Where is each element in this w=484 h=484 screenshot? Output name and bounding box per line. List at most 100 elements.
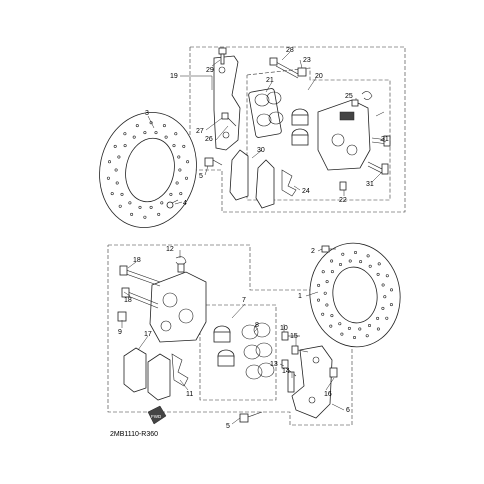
nut-23 [297,67,307,77]
disc-vent-hole [376,327,380,331]
disc-vent-hole [338,262,342,266]
callout-28: 28 [286,47,294,54]
disc-vent-hole [123,144,127,148]
disc-vent-hole [169,192,173,196]
caliper-bracket-lower [291,345,333,419]
disc-vent-hole [185,176,189,180]
disc-vent-hole [348,259,352,263]
callout-25: 25 [345,93,353,100]
disc-vent-hole [321,312,325,316]
diagram-code: 2MB1110-R360 [110,431,158,438]
disc-vent-hole [114,168,118,172]
callout-29: 29 [206,67,214,74]
leader-lines [121,51,387,425]
upper-assembly [99,46,406,229]
pad-spring-lower [171,353,189,387]
callout-4: 4 [183,200,187,207]
disc-vent-hole [138,205,142,209]
callout-21: 21 [266,77,274,84]
pin-28 [269,57,299,79]
disc-vent-hole [108,160,112,164]
brake-pads-upper [229,149,275,209]
disc-vent-hole [117,155,121,159]
bleed-screw-lower [175,256,187,273]
disc-vent-hole [381,283,385,287]
disc-vent-hole [143,215,147,219]
callout-13: 13 [270,361,278,368]
callout-1: 1 [298,293,302,300]
callout-16: 16 [324,391,332,398]
disc-vent-hole [106,176,110,180]
brake-pads-lower [123,347,171,401]
disc-vent-hole [110,192,114,196]
disc-vent-hole [330,259,334,263]
fwd-badge-text: FWD [151,414,162,419]
callout-23: 23 [303,57,311,64]
callout-14: 14 [282,368,290,375]
callout-26: 26 [205,136,213,143]
disc-vent-hole [385,274,389,278]
disc-vent-hole [120,192,124,196]
callout-24: 24 [302,188,310,195]
disc-vent-hole [385,316,389,320]
front-brake-disc-lower [309,242,401,348]
disc-vent-hole [367,323,371,327]
callout-17: 17 [144,331,152,338]
callout-12: 12 [166,246,174,253]
disc-vent-hole [157,212,161,216]
part-9-lower [117,311,127,322]
disc-vent-hole [389,288,393,292]
bleed-screw [351,91,373,107]
disc-vent-hole [118,204,122,208]
disc-vent-hole [323,291,327,295]
callout-20: 20 [315,73,323,80]
disc-vent-hole [177,155,181,159]
callout-3: 3 [145,110,149,117]
disc-vent-hole [341,252,345,256]
forward-arrow-icon [147,405,167,425]
disc-vent-hole [149,205,153,209]
disc-vent-hole [381,306,385,310]
caliper-pistons-lower [213,325,235,367]
callout-9: 9 [118,329,122,336]
disc-vent-hole [316,298,320,302]
disc-vent-hole [143,131,147,135]
callout-labels: 1 2 3 4 5 5 6 7 8 9 10 11 12 13 14 15 16… [118,47,389,430]
bolt-29 [218,47,227,65]
lower-assembly [107,242,401,426]
disc-vent-hole [128,201,132,205]
callout-5b: 5 [226,423,230,430]
disc-vent-hole [383,295,387,299]
callout-31a: 31 [381,136,389,143]
caliper-bracket [213,55,241,151]
disc-vent-hole [352,335,356,339]
disc-vent-hole [377,262,381,266]
bolt-5-upper [204,157,223,167]
callout-8: 8 [255,322,259,329]
disc-vent-hole [115,181,119,185]
disc-vent-hole [347,326,351,330]
part-22 [339,181,347,191]
bolt-4 [166,199,179,209]
disc-vent-hole [358,327,362,331]
disc-vent-hole [389,303,393,307]
callout-18b: 18 [124,297,132,304]
caliper-bolts-18 [119,265,161,309]
disc-vent-hole [317,283,321,287]
disc-vent-hole [353,251,357,255]
disc-vent-hole [162,124,166,128]
callout-30: 30 [257,147,265,154]
disc-vent-hole [359,260,363,264]
callout-10: 10 [280,325,288,332]
disc-vent-hole [174,132,178,136]
callout-6: 6 [346,407,350,414]
disc-vent-hole [321,270,325,274]
callout-18a: 18 [133,257,141,264]
callout-2: 2 [311,248,315,255]
disc-vent-hole [113,144,117,148]
disc-vent-hole [325,280,329,284]
fwd-badge: FWD [147,405,167,425]
bolt-5-lower [239,411,263,423]
caliper-body-lower [149,271,207,343]
